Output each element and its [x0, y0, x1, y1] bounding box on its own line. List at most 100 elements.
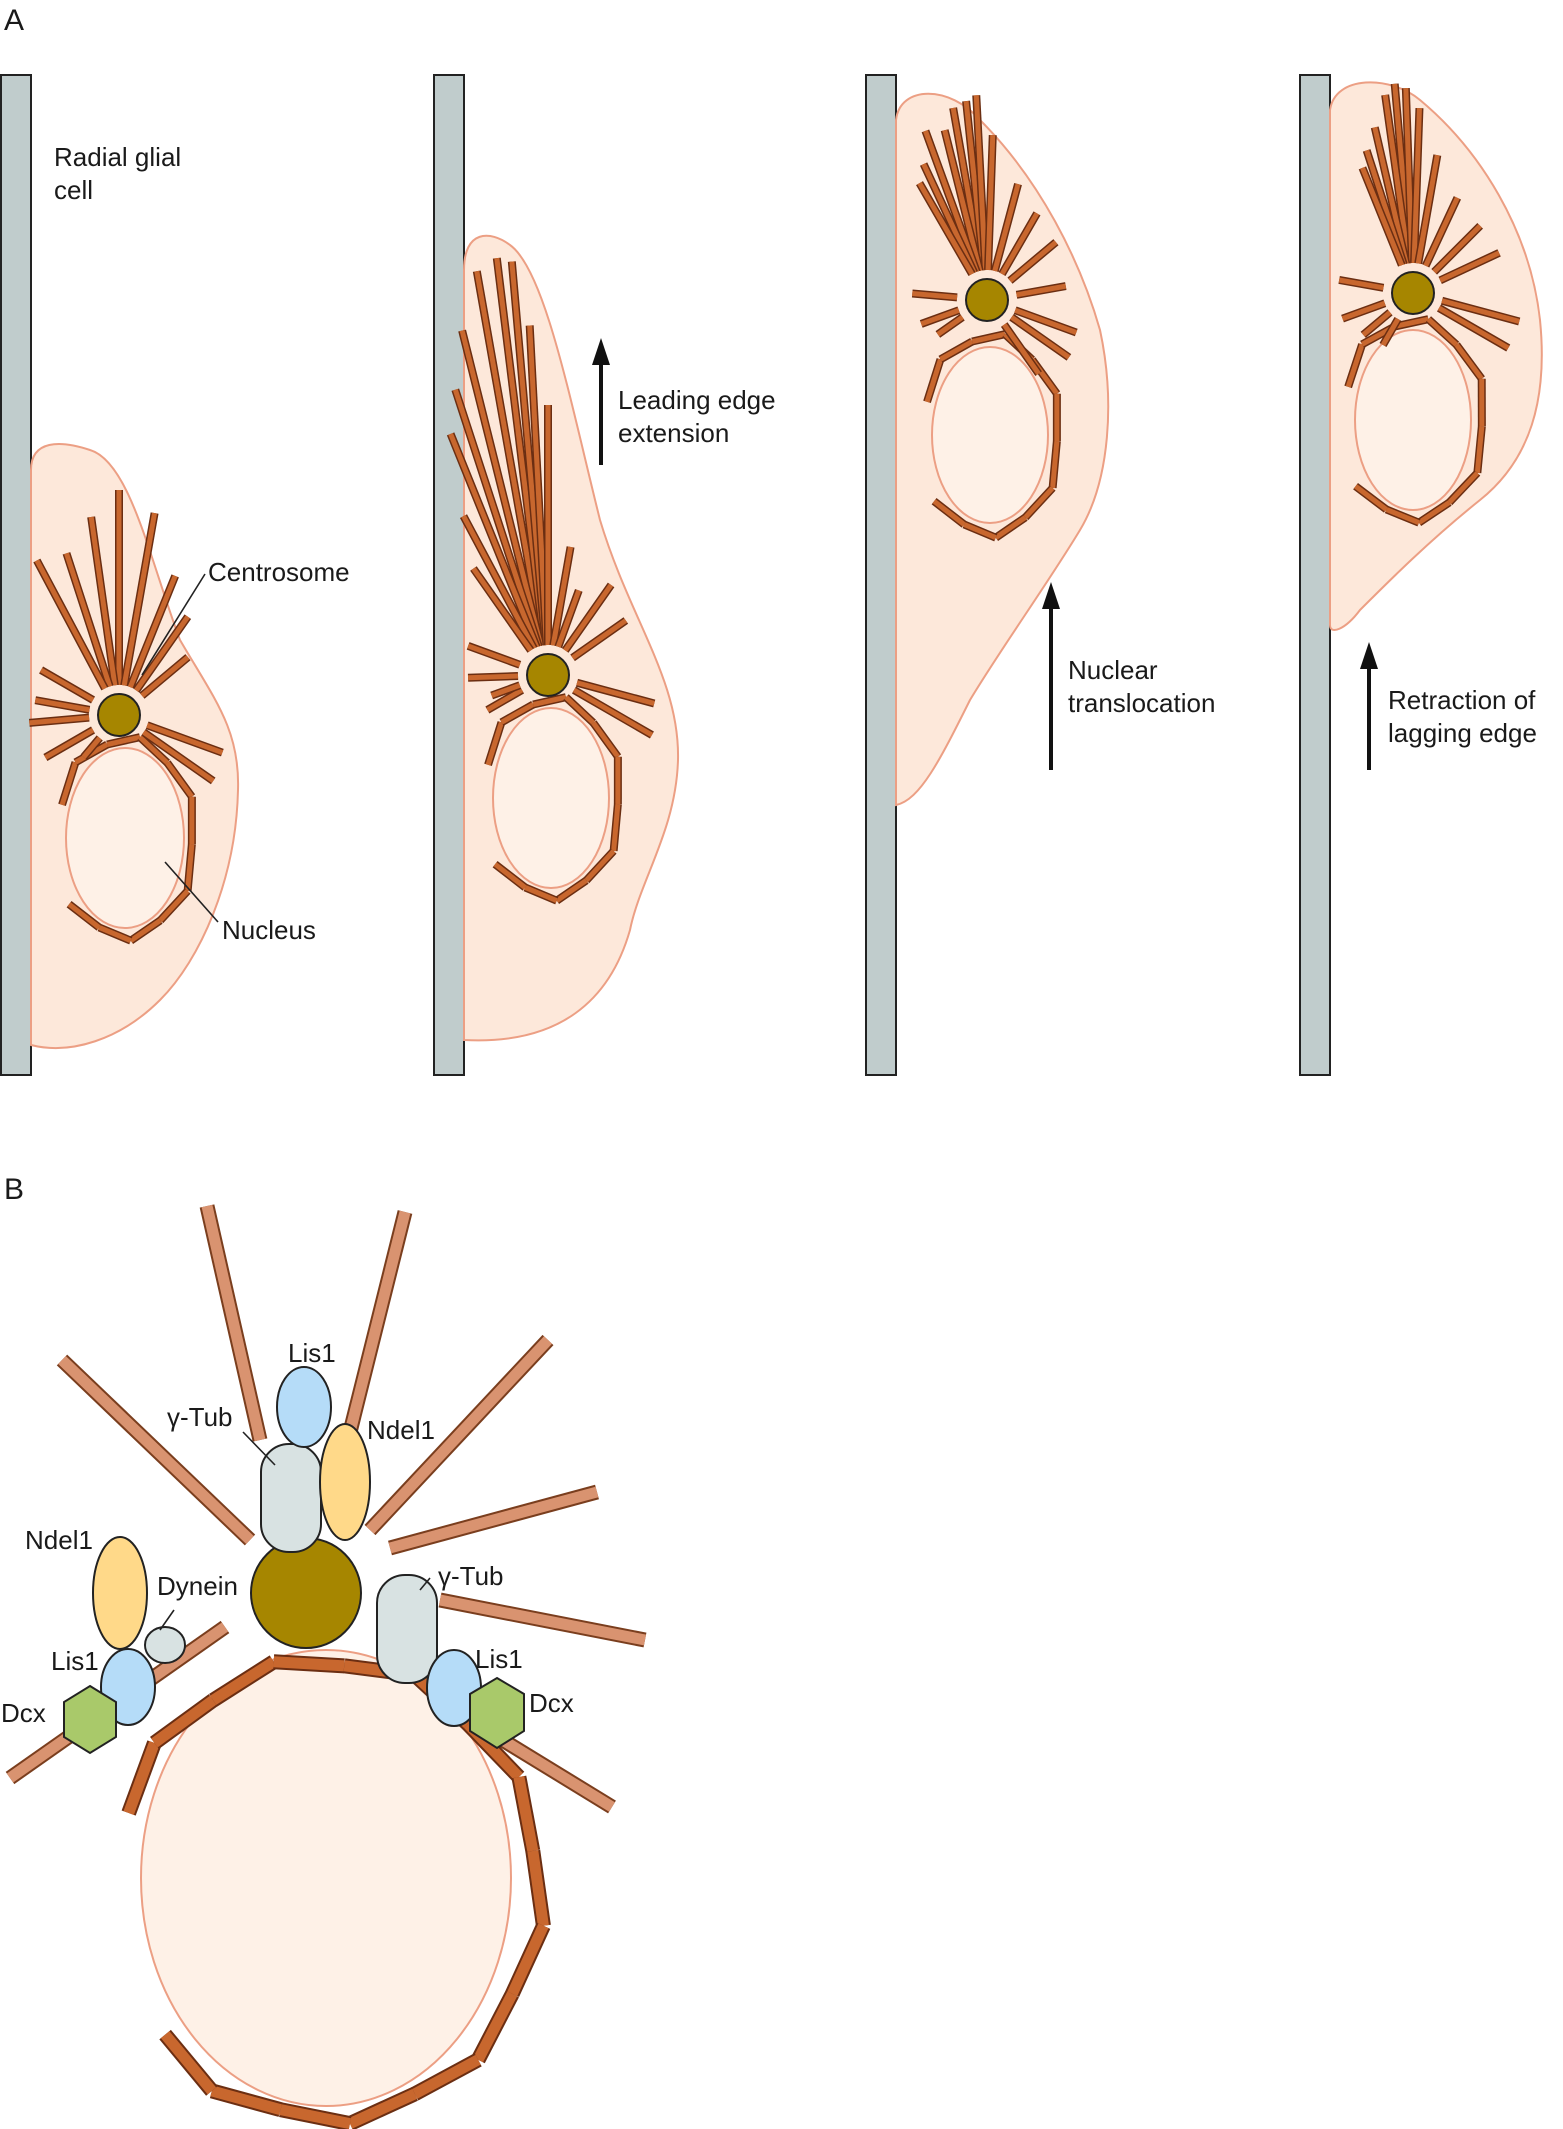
microtubule-core — [1360, 166, 1405, 267]
microtubule-core — [142, 730, 215, 784]
radial-glial-label-line2: cell — [54, 175, 93, 205]
microtubule-core — [81, 736, 102, 759]
microtubule-core — [273, 1656, 345, 1672]
microtubule-core — [576, 680, 655, 706]
microtubule-core — [507, 1923, 549, 1997]
microtubule-core — [347, 2088, 418, 2129]
centrosome — [1391, 271, 1435, 315]
microtubule-core — [1403, 88, 1415, 264]
microtubule-core — [88, 516, 118, 686]
gamma-tub-right-leader — [419, 1577, 431, 1591]
microtubule-core — [64, 552, 113, 688]
microtubule-core — [985, 135, 996, 271]
microtubule-core — [920, 307, 960, 327]
microtubule-core — [39, 667, 95, 703]
arrowhead — [1360, 642, 1378, 669]
microtubule-core — [550, 546, 574, 646]
radial-glia-fiber-2 — [433, 74, 465, 1076]
arrowhead — [592, 338, 610, 365]
neuron-stage-2 — [446, 234, 680, 1042]
microtubule-core — [1385, 507, 1420, 525]
microtubule-core — [1341, 300, 1386, 322]
panel-b-nucleus — [140, 1649, 512, 2107]
gamma-tub-right — [376, 1574, 438, 1684]
microtubule-core — [388, 1486, 599, 1554]
microtubule-core — [917, 181, 975, 276]
centrosome — [526, 653, 570, 697]
dcx-right — [469, 1676, 525, 1750]
microtubule-core — [471, 567, 533, 652]
microtubule-core — [524, 885, 558, 903]
lis1-top — [276, 1366, 332, 1448]
microtubule-core — [923, 130, 980, 273]
neuron-stage-3 — [895, 92, 1110, 807]
microtubule-core — [555, 878, 588, 903]
microtubule-core — [1417, 500, 1451, 525]
microtubule-core — [1380, 317, 1401, 347]
microtubule-core — [527, 325, 549, 646]
microtubule-core — [942, 129, 983, 272]
microtubule-core — [564, 695, 595, 725]
microtubule-core — [59, 761, 78, 806]
microtubule-core — [146, 722, 224, 755]
microtubule-core — [127, 574, 178, 689]
lis1-left-label: Lis1 — [51, 1646, 99, 1676]
microtubule-core — [912, 290, 958, 300]
microtubule-core — [34, 559, 108, 690]
ndel1-top — [319, 1423, 371, 1541]
dcx-left-label: Dcx — [1, 1698, 46, 1728]
nucleus-label: Nucleus — [222, 915, 316, 945]
dynein-label: Dynein — [157, 1571, 238, 1601]
centrosome — [965, 278, 1009, 322]
microtubule-core — [1010, 315, 1071, 360]
nucleus-leader-line — [164, 861, 219, 923]
microtubule-core — [201, 1204, 266, 1442]
retraction-label-line2: lagging edge — [1388, 718, 1537, 748]
nuclear-translocation-label-line1: Nuclear — [1068, 655, 1158, 685]
microtubule-core — [936, 315, 964, 337]
microtubule-core — [1338, 277, 1384, 291]
microtubule-core — [165, 761, 194, 799]
microtubule-core — [485, 721, 504, 766]
microtubule-core — [34, 697, 90, 713]
microtubule-core — [1382, 94, 1412, 264]
microtubule-core — [994, 515, 1027, 540]
microtubule-core — [1345, 343, 1365, 388]
microtubule-core — [1426, 317, 1459, 347]
microtubule-core — [160, 2031, 217, 2095]
gamma-tub-left-leader — [242, 1431, 276, 1466]
microtubule-core — [1008, 240, 1058, 283]
microtubule-core — [950, 107, 985, 271]
microtubule-core — [1354, 484, 1388, 512]
microtubule-core — [493, 862, 527, 890]
microtubule-core — [140, 655, 190, 698]
arrowhead — [1042, 582, 1060, 609]
microtubule-core — [279, 2104, 352, 2129]
microtubule-core — [963, 522, 997, 540]
microtubule-core — [134, 615, 190, 692]
microtubule-core — [971, 331, 1006, 344]
dynein — [144, 1626, 186, 1664]
microtubule-core — [584, 849, 616, 883]
microtubule-core — [939, 339, 974, 362]
microtubule-core — [185, 843, 195, 892]
microtubule-core — [1447, 471, 1480, 505]
neuron-stage-1 — [28, 443, 240, 1049]
microtubule-core — [1474, 425, 1485, 474]
microtubule-core — [448, 432, 540, 649]
microtubule-core — [467, 643, 521, 668]
microtubule-core — [1432, 224, 1482, 274]
panel-b-label: B — [4, 1173, 24, 1206]
centrosome — [97, 693, 141, 737]
microtubule-core — [365, 1336, 553, 1534]
microtubule-core — [1441, 298, 1520, 324]
microtubule-core — [123, 1741, 160, 1815]
microtubule-core — [467, 673, 519, 681]
microtubule-core — [121, 512, 158, 686]
radial-glia-fiber-4 — [1299, 74, 1331, 1076]
microtubule-core — [210, 1657, 277, 1705]
microtubule-core — [474, 270, 546, 646]
retraction-label-line1: Retraction of — [1388, 685, 1536, 715]
microtubule-core — [490, 682, 521, 698]
